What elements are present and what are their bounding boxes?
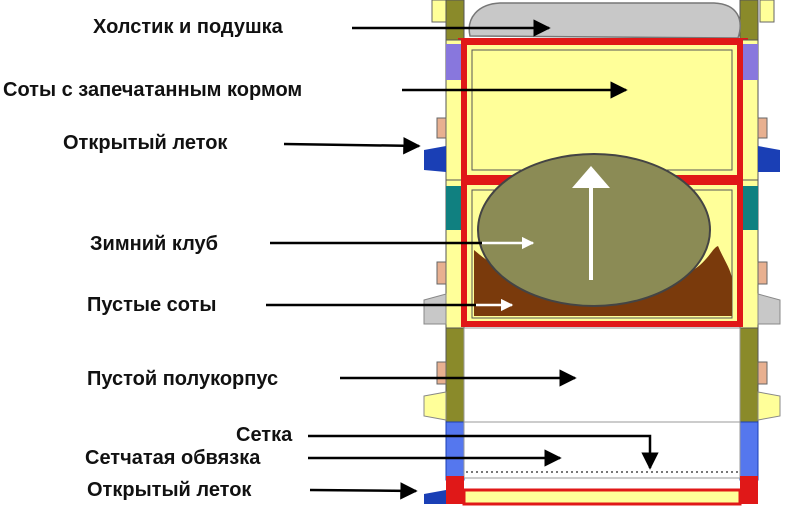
- hive-body: [423, 0, 781, 506]
- entrance-bottom-left: [424, 490, 446, 504]
- label-open-entrance-top: Открытый леток: [63, 132, 228, 154]
- handle-right-2: [757, 261, 768, 285]
- label-canvas-pillow: Холстик и подушка: [93, 16, 283, 38]
- pointer-arrows: [283, 19, 659, 500]
- label-mesh: Сетка: [236, 424, 293, 446]
- label-sealed-combs: Соты с запечатанным кормом: [3, 79, 303, 101]
- entrance-top-left: [424, 146, 446, 172]
- empty-half-body: [463, 327, 741, 423]
- lower-wall-right: [739, 327, 759, 423]
- pointer-mesh: [308, 434, 659, 470]
- top-wall-right: [739, 0, 759, 41]
- handle-left-1: [436, 117, 447, 139]
- empty-combs-area: [474, 246, 732, 316]
- label-open-entrance-bottom: Открытый леток: [87, 479, 252, 501]
- gray-entrance-left: [423, 293, 447, 325]
- lower-wall-left: [445, 327, 465, 423]
- top-post-left: [431, 0, 447, 23]
- pointer-open-entrance-bottom: [309, 482, 418, 500]
- mesh-wall-left: [445, 421, 465, 481]
- middle-accent-left: [446, 186, 462, 230]
- middle-accent-right: [742, 186, 758, 230]
- lower-wing-left: [423, 391, 447, 421]
- winter-cluster: [477, 153, 711, 307]
- handle-right-1: [757, 117, 768, 139]
- bottom-red-right: [740, 476, 758, 504]
- upper-accent-left: [446, 44, 462, 80]
- top-post-right: [759, 0, 775, 23]
- label-winter-cluster: Зимний клуб: [90, 233, 219, 255]
- label-empty-combs: Пустые соты: [87, 294, 217, 316]
- label-empty-half-body: Пустой полукорпус: [87, 368, 279, 390]
- mesh-wall-right: [739, 421, 759, 481]
- upper-accent-right: [742, 44, 758, 80]
- label-mesh-frame: Сетчатая обвязка: [85, 447, 261, 469]
- bottom-board: [462, 488, 742, 506]
- top-wall-left: [445, 0, 465, 41]
- mesh-section: [463, 421, 741, 479]
- pointer-open-entrance-top: [283, 137, 421, 155]
- pointer-arrows-split: [266, 236, 535, 312]
- lower-wing-right: [757, 391, 781, 421]
- bottom-red-left: [446, 476, 464, 504]
- handle-right-3: [757, 361, 768, 385]
- pillow: [468, 2, 741, 39]
- gray-entrance-right: [757, 293, 781, 325]
- handle-left-3: [436, 361, 447, 385]
- handle-left-2: [436, 261, 447, 285]
- entrance-top-right: [758, 146, 780, 172]
